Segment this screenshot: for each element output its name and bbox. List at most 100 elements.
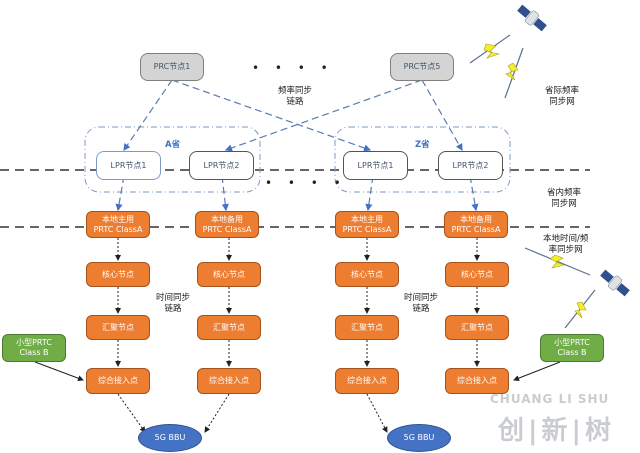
freq-link — [421, 79, 463, 152]
freq-link — [469, 175, 479, 212]
node-text: 综合接入点 — [457, 376, 497, 385]
core-node: 核心节点 — [335, 262, 399, 287]
aggregation-node: 汇聚节点 — [335, 315, 399, 340]
node-text: 汇聚节点 — [102, 322, 134, 332]
node-text: 同步网 — [551, 199, 577, 210]
node-text: 汇聚节点 — [351, 322, 383, 332]
lightning-icon — [505, 62, 519, 81]
node-text: 本地主用 — [351, 214, 383, 224]
province-z-label: Z省 — [415, 140, 430, 150]
local-network-label: 本地时间/频 率同步网 — [543, 234, 588, 257]
node-text: 小型PRTC — [554, 338, 590, 347]
lpr-node-z2: LPR节点2 — [438, 151, 503, 180]
ellipsis-top: • • • • — [252, 61, 334, 75]
freq-link — [365, 175, 374, 212]
node-text: 本地备用 — [460, 214, 492, 224]
node-text: 综合接入点 — [347, 376, 387, 385]
freq-link — [115, 175, 125, 212]
lightning-icon — [483, 43, 501, 59]
bbu-5g-z: 5G BBU — [387, 424, 451, 452]
node-text: 综合接入点 — [209, 376, 249, 385]
watermark-latin: CHUANG LI SHU — [490, 392, 610, 406]
time-sync-link-label: 时间同步 链路 — [404, 293, 438, 316]
freq-link — [224, 79, 423, 152]
intra-province-network-label: 省内频率 同步网 — [547, 188, 581, 211]
bbu-link — [366, 393, 388, 433]
freq-link — [221, 175, 229, 212]
freq-link — [123, 79, 173, 151]
node-text: PRTC ClassA — [342, 224, 392, 234]
access-point: 综合接入点 — [335, 368, 399, 394]
node-text: 汇聚节点 — [461, 322, 493, 332]
access-point: 综合接入点 — [197, 368, 261, 394]
time-sync-link-label: 时间同步 链路 — [156, 293, 190, 316]
core-node: 核心节点 — [197, 262, 261, 287]
node-text: Class B — [557, 348, 587, 357]
node-text: 时间同步 — [404, 293, 439, 303]
node-text: 省内频率 — [547, 188, 582, 198]
ellipsis-middle: • • • • — [265, 176, 347, 190]
watermark-cjk: 创|新|树 — [498, 416, 615, 446]
prc-node-1: PRC节点1 — [140, 53, 204, 81]
node-text: 5G BBU — [403, 433, 435, 442]
lightning-icon — [549, 254, 566, 269]
node-text: 本地备用 — [211, 214, 243, 224]
aggregation-node: 汇聚节点 — [86, 315, 150, 340]
node-text: 频率同步 — [278, 86, 313, 96]
node-text: LPR节点1 — [110, 160, 147, 170]
node-text: 核心节点 — [461, 269, 493, 279]
node-text: 链路 — [164, 304, 182, 315]
lpr-node-a1: LPR节点1 — [96, 151, 161, 180]
freq-link — [171, 79, 372, 152]
node-text: 汇聚节点 — [213, 322, 245, 332]
province-a-boundary — [84, 126, 261, 193]
classb-link — [34, 361, 84, 382]
node-text: LPR节点2 — [452, 160, 489, 170]
freq-sync-link-label: 频率同步 链路 — [278, 86, 312, 109]
node-text: 核心节点 — [213, 269, 245, 279]
node-text: 链路 — [286, 97, 304, 108]
node-text: 本地主用 — [102, 214, 134, 224]
node-text: LPR节点2 — [203, 160, 240, 170]
province-z-boundary — [334, 126, 511, 193]
core-node: 核心节点 — [445, 262, 509, 287]
province-a-label: A省 — [165, 140, 181, 150]
classb-link — [513, 361, 561, 381]
aggregation-node: 汇聚节点 — [445, 315, 509, 340]
node-text: 时间同步 — [156, 293, 191, 303]
bbu-link — [204, 393, 230, 433]
node-text: 核心节点 — [102, 269, 134, 279]
prc-node-label: PRC节点1 — [153, 62, 191, 71]
node-text: 核心节点 — [351, 269, 383, 279]
node-text: 链路 — [412, 304, 430, 315]
node-text: PRTC ClassA — [202, 224, 252, 234]
lightning-icon — [574, 301, 587, 319]
node-text: PRTC ClassA — [451, 224, 501, 234]
access-point: 综合接入点 — [86, 368, 150, 394]
satellite-icon — [517, 4, 547, 32]
prc-node-label: PRC节点5 — [403, 62, 441, 71]
node-text: 省际频率 — [545, 86, 580, 96]
node-text: 小型PRTC — [16, 338, 52, 347]
node-text: 率同步网 — [548, 245, 583, 256]
node-text: PRTC ClassA — [93, 224, 143, 234]
node-text: 5G BBU — [154, 433, 186, 442]
aggregation-node: 汇聚节点 — [197, 315, 261, 340]
node-text: Class B — [19, 348, 49, 357]
lpr-node-a2: LPR节点2 — [189, 151, 254, 180]
access-point: 综合接入点 — [445, 368, 509, 394]
node-text: 同步网 — [549, 97, 575, 108]
node-text: 综合接入点 — [98, 376, 138, 385]
inter-province-network-label: 省际频率 同步网 — [545, 86, 579, 109]
prc-node-5: PRC节点5 — [390, 53, 454, 81]
core-node: 核心节点 — [86, 262, 150, 287]
node-text: LPR节点1 — [357, 160, 394, 170]
node-text: 本地时间/频 — [543, 234, 589, 244]
lpr-node-z1: LPR节点1 — [343, 151, 408, 180]
